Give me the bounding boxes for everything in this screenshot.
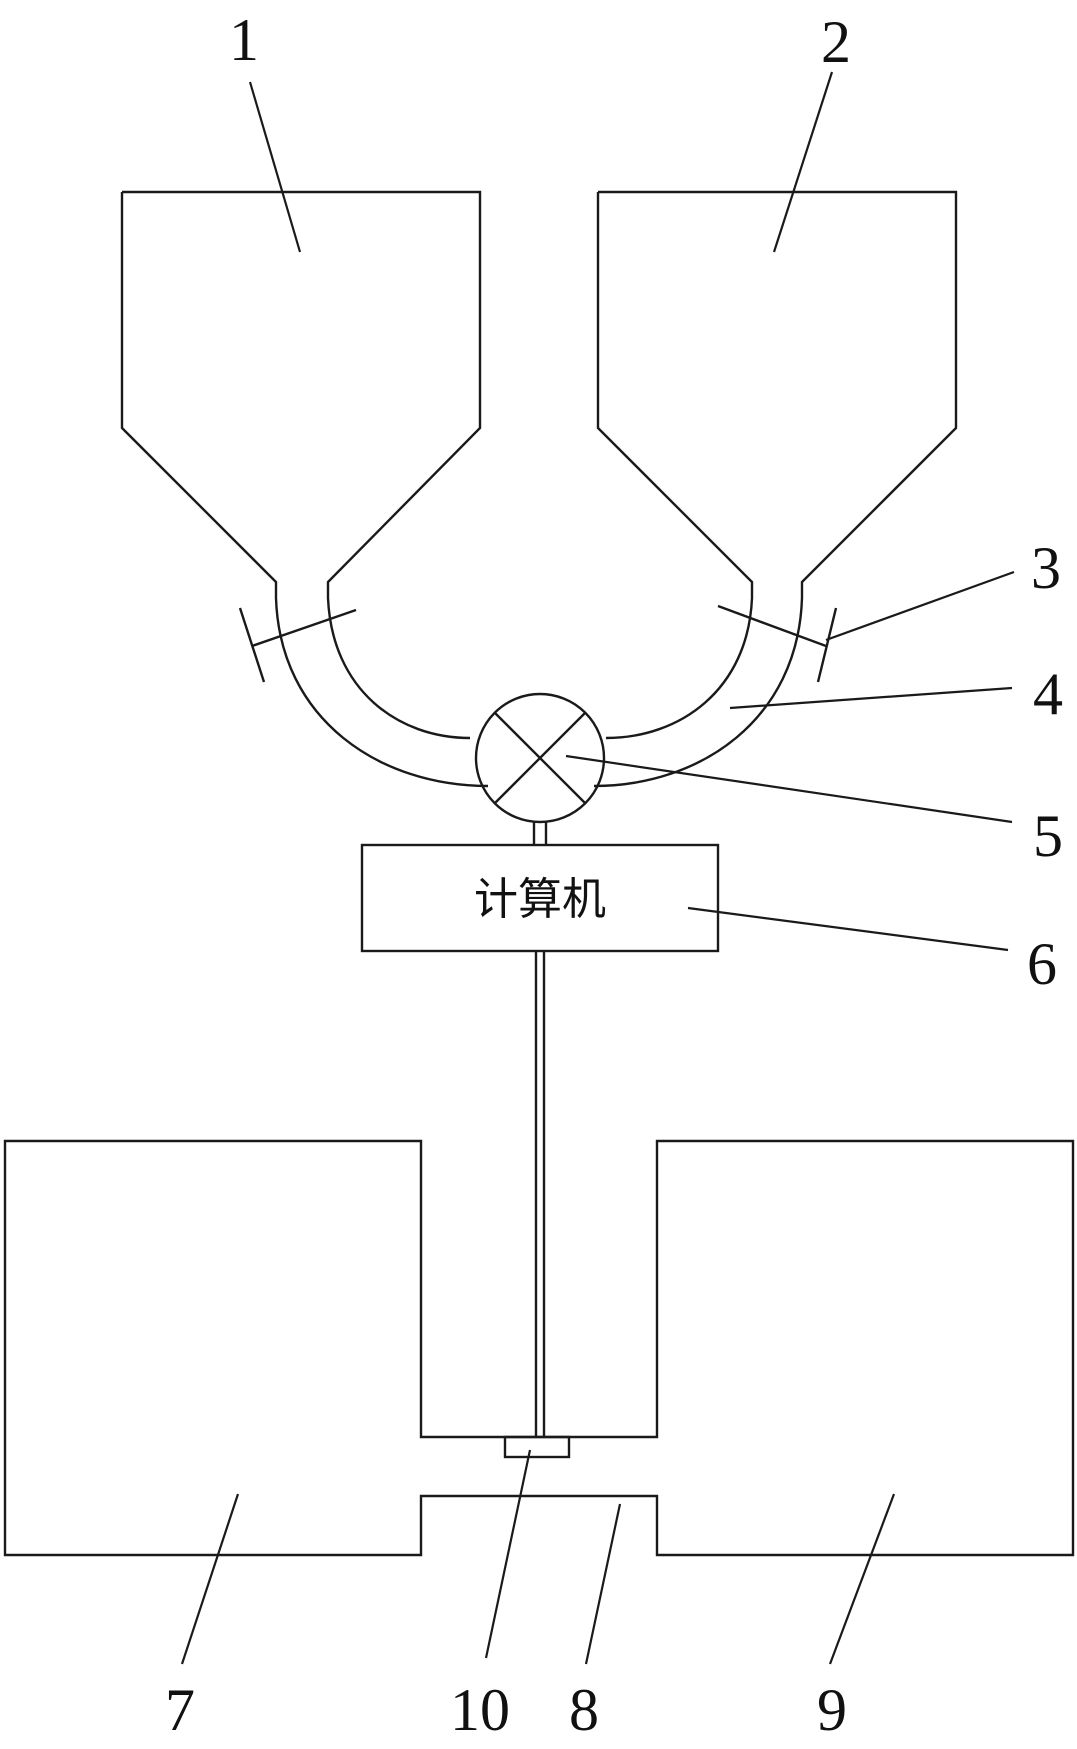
computer-box bbox=[360, 843, 720, 953]
leader-7 bbox=[180, 1493, 240, 1665]
pipe-4-left-inner bbox=[326, 597, 471, 740]
leader-1 bbox=[248, 81, 302, 253]
flange-3-left bbox=[238, 607, 357, 683]
hopper-2 bbox=[596, 190, 958, 598]
leader-4 bbox=[729, 686, 1013, 710]
leader-10 bbox=[484, 1449, 532, 1659]
signal-line-lower bbox=[534, 951, 546, 1437]
leader-3 bbox=[825, 570, 1015, 642]
leader-5 bbox=[565, 754, 1013, 824]
leader-6 bbox=[687, 906, 1009, 952]
label-10: 10 bbox=[450, 1677, 510, 1743]
flange-3-right bbox=[717, 604, 838, 683]
leader-8 bbox=[584, 1503, 622, 1665]
label-4: 4 bbox=[1033, 661, 1063, 727]
pipe-4-right bbox=[593, 597, 804, 788]
pipe-4-right-inner bbox=[605, 597, 754, 740]
computer-label: 计算机 bbox=[474, 874, 606, 925]
label-1: 1 bbox=[229, 7, 259, 73]
label-8: 8 bbox=[569, 1677, 599, 1743]
chamber-7 bbox=[3, 1139, 1075, 1557]
label-5: 5 bbox=[1033, 803, 1063, 869]
label-2: 2 bbox=[821, 9, 851, 75]
label-3: 3 bbox=[1031, 535, 1061, 601]
pipe-4-left bbox=[274, 597, 489, 788]
valve-5 bbox=[474, 692, 606, 824]
hopper-1 bbox=[120, 190, 482, 598]
signal-line-upper bbox=[532, 822, 548, 845]
sensor-10 bbox=[503, 1435, 571, 1459]
label-6: 6 bbox=[1027, 931, 1057, 997]
label-9: 9 bbox=[817, 1677, 847, 1743]
leader-2 bbox=[772, 71, 834, 253]
leader-9 bbox=[828, 1493, 896, 1665]
label-7: 7 bbox=[165, 1677, 195, 1743]
